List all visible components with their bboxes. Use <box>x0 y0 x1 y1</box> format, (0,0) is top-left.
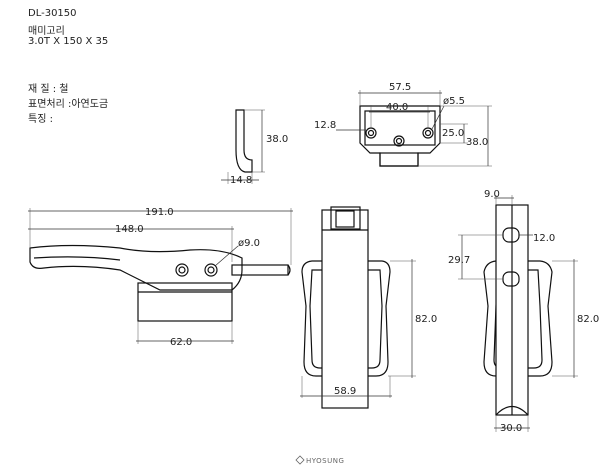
base-width-label: 62.0 <box>170 337 192 348</box>
side-view: 9.0 12.0 29.7 82.0 30.0 <box>448 189 599 434</box>
bracket-hole-diameter-label: ø5.5 <box>443 96 465 107</box>
bracket-view: 57.5 40.0 ø5.5 12.8 25.0 38.0 <box>314 82 492 167</box>
bracket-hole-pitch-label: 40.0 <box>386 102 408 113</box>
feature-spec: 특징 : <box>28 114 53 125</box>
side-slot-label: 12.0 <box>533 233 555 244</box>
model-number: DL-30150 <box>28 8 77 19</box>
front-height-label: 82.0 <box>415 314 437 325</box>
surface-finish-spec: 표면처리 :아연도금 <box>28 99 109 110</box>
side-height-label: 82.0 <box>577 314 599 325</box>
hook-view: 38.0 14.8 <box>221 109 288 186</box>
lever-view: 191.0 148.0 ø9.0 62.0 <box>28 207 293 348</box>
product-size: 3.0T X 150 X 35 <box>28 36 109 47</box>
logo-text: HYOSUNG <box>306 457 344 465</box>
product-name: 매미고리 <box>28 26 65 37</box>
lever-hole-diameter-label: ø9.0 <box>238 238 260 249</box>
side-width-label: 30.0 <box>500 423 522 434</box>
bracket-left-offset-label: 12.8 <box>314 120 336 131</box>
bracket-total-height-label: 38.0 <box>466 137 488 148</box>
lever-length-label: 191.0 <box>145 207 174 218</box>
material-spec: 재 질 : 철 <box>28 84 69 95</box>
lever-pivot-length-label: 148.0 <box>115 224 144 235</box>
front-width-label: 58.9 <box>334 386 356 397</box>
bracket-height-label: 25.0 <box>442 128 464 139</box>
bracket-width-label: 57.5 <box>389 82 411 93</box>
side-slot-pitch-label: 29.7 <box>448 255 470 266</box>
hook-height-label: 38.0 <box>266 134 288 145</box>
company-logo: HYOSUNG <box>295 455 344 465</box>
hook-width-label: 14.8 <box>230 175 252 186</box>
side-top-offset-label: 9.0 <box>484 189 500 200</box>
front-view: 82.0 58.9 <box>300 206 437 409</box>
